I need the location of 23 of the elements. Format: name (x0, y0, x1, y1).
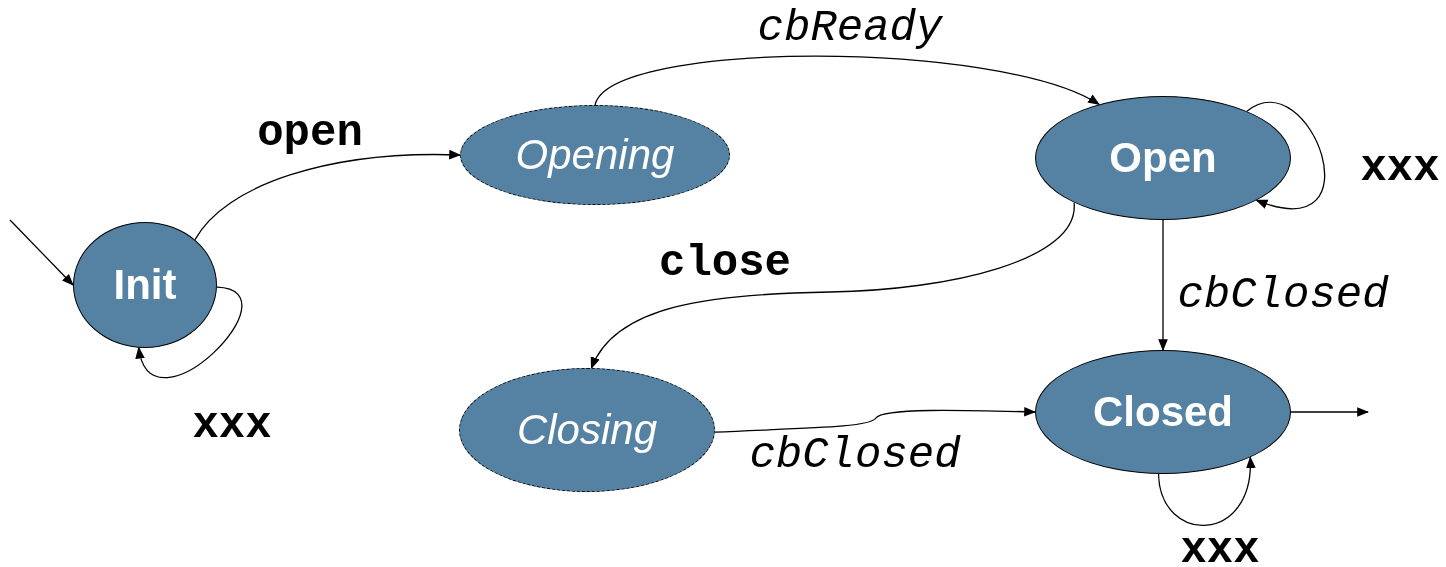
arrow (1290, 407, 1370, 417)
state-name: Closing (516, 409, 658, 451)
arrow (1157, 456, 1255, 526)
arrow (9, 219, 74, 286)
arrow (590, 201, 1075, 370)
edge-label: cbClosed (749, 433, 961, 477)
arrow (1246, 102, 1326, 209)
arrow (1158, 219, 1168, 352)
arrow (194, 150, 462, 241)
edge-label: xxx (192, 403, 272, 447)
edge-label: cbReady (757, 6, 943, 50)
arrow (594, 55, 1101, 106)
arrow (137, 286, 242, 379)
state-name: Opening (515, 134, 675, 176)
state-name: Init (113, 264, 177, 306)
state-name: Open (1109, 137, 1217, 179)
edge-label: close (659, 241, 791, 285)
state-name: Closed (1093, 391, 1233, 433)
edge-label: xxx (1180, 528, 1260, 567)
edge-label: xxx (1360, 146, 1440, 190)
edge-label: open (257, 111, 363, 155)
edge-label: cbClosed (1177, 273, 1389, 317)
arrow (714, 406, 1037, 433)
